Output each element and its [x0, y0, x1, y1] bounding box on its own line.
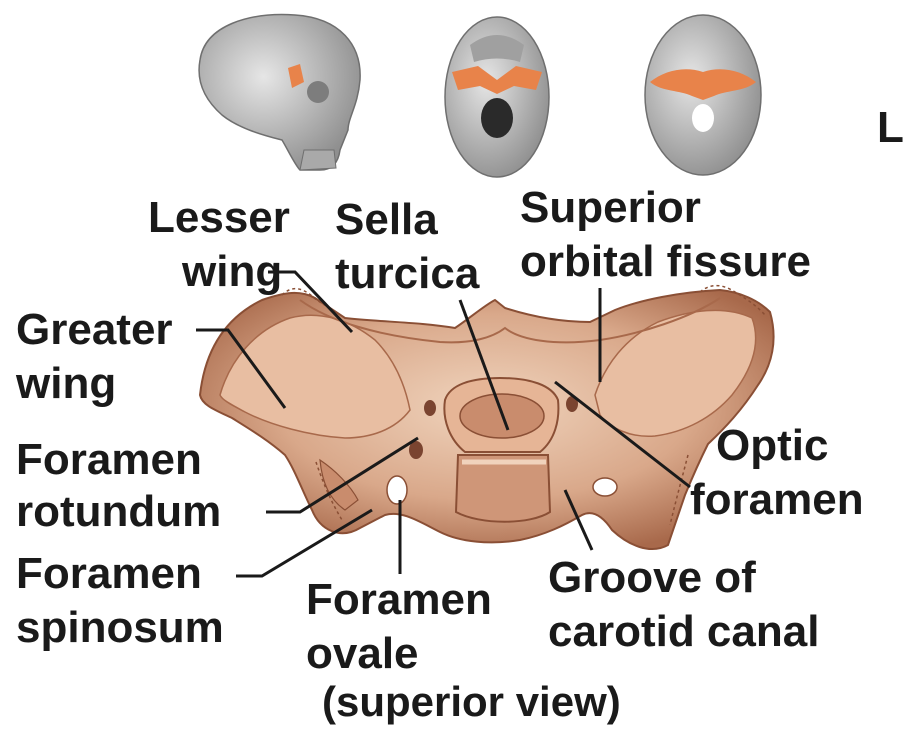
superior-cranial-floor-thumbnail [645, 15, 761, 175]
sphenoid-bone [200, 286, 774, 549]
label-greater-wing-line1: Greater [16, 308, 173, 352]
inferior-skull-thumbnail [445, 17, 549, 177]
label-superior-orbital-fissure-line1: Superior [520, 186, 701, 230]
label-foramen-rotundum-line1: Foramen [16, 438, 202, 482]
label-optic-foramen-line2: foramen [690, 478, 864, 522]
label-foramen-ovale-line1: Foramen [306, 578, 492, 622]
label-superior-orbital-fissure-line2: orbital fissure [520, 240, 811, 284]
label-lesser-wing-line2: wing [182, 250, 282, 294]
label-foramen-ovale-line2: ovale [306, 632, 419, 676]
label-foramen-spinosum-line2: spinosum [16, 606, 224, 650]
edge-letter: L [877, 106, 904, 150]
label-optic-foramen-line1: Optic [716, 424, 828, 468]
lateral-skull-thumbnail [199, 15, 360, 170]
label-sella-turcica-line2: turcica [335, 252, 479, 296]
label-groove-carotid-line1: Groove of [548, 556, 756, 600]
label-greater-wing-line2: wing [16, 362, 116, 406]
label-sella-turcica-line1: Sella [335, 198, 438, 242]
label-lesser-wing-line1: Lesser [148, 196, 290, 240]
label-foramen-rotundum-line2: rotundum [16, 490, 221, 534]
label-foramen-spinosum-line1: Foramen [16, 552, 202, 596]
caption: (superior view) [322, 680, 621, 724]
label-groove-carotid-line2: carotid canal [548, 610, 819, 654]
